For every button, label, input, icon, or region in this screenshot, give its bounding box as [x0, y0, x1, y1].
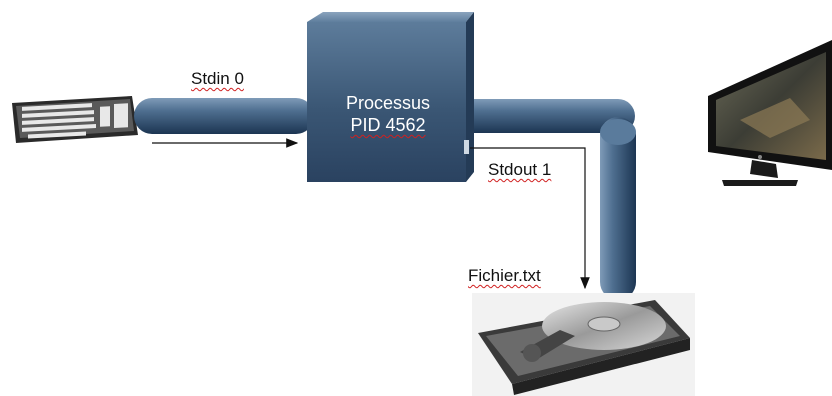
- stdin-pipe: [134, 98, 314, 134]
- monitor-icon: [708, 40, 832, 186]
- stdout-arrow: [470, 147, 590, 290]
- stdout-label: Stdout 1: [488, 160, 552, 179]
- stdout-pipe-vertical: [600, 117, 636, 300]
- stdin-label: Stdin 0: [191, 69, 244, 88]
- process-pid: PID 4562: [350, 115, 426, 135]
- hard-drive-icon: [472, 293, 695, 396]
- keyboard-icon: [12, 96, 138, 143]
- process-title: Processus: [345, 93, 431, 113]
- file-label: Fichier.txt: [468, 266, 541, 285]
- process-label: Processus PID 4562: [313, 92, 463, 136]
- stdout-pipe-horizontal: [455, 99, 635, 133]
- process-box: [307, 12, 474, 182]
